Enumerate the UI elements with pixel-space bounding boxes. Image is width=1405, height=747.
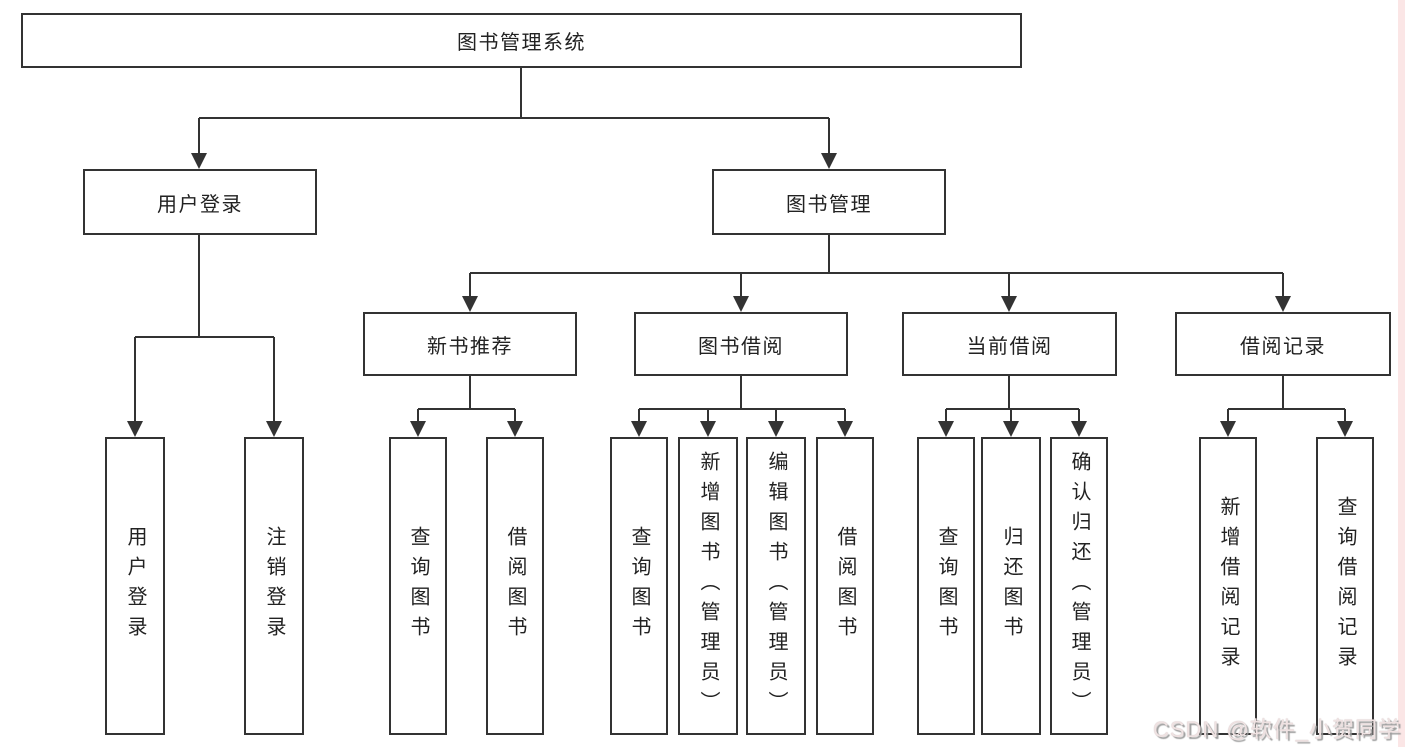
leaf-borrow-edit-books-admin: 编辑图书（管理员） [746,437,806,735]
leaf-label: 新增图书（管理员） [697,451,719,721]
node-label: 图书借阅 [698,335,784,358]
node-label: 新书推荐 [427,335,513,358]
leaf-label: 查询图书 [935,526,957,646]
leaf-label: 用户登录 [124,526,146,646]
node-user-login: 用户登录 [83,169,317,235]
leaf-label: 借阅图书 [504,526,526,646]
leaf-user-login: 用户登录 [105,437,165,735]
node-book-management: 图书管理 [712,169,946,235]
leaf-label: 注销登录 [263,526,285,646]
leaf-records-add-record: 新增借阅记录 [1199,437,1257,735]
leaf-recommend-query-books: 查询图书 [389,437,447,735]
leaf-label: 查询图书 [407,526,429,646]
node-label: 用户登录 [157,193,243,216]
node-library-management-system: 图书管理系统 [21,13,1022,68]
leaf-current-query-books: 查询图书 [917,437,975,735]
node-borrowing-records: 借阅记录 [1175,312,1391,376]
watermark-pink-strip [1398,0,1405,747]
leaf-records-query-record: 查询借阅记录 [1316,437,1374,735]
leaf-borrow-add-books-admin: 新增图书（管理员） [678,437,738,735]
leaf-borrow-query-books: 查询图书 [610,437,668,735]
arrowheads [127,153,1353,437]
leaf-logout: 注销登录 [244,437,304,735]
leaf-label: 查询图书 [628,526,650,646]
node-label: 图书管理系统 [457,32,586,54]
node-current-borrowing: 当前借阅 [902,312,1117,376]
node-label: 借阅记录 [1240,335,1326,358]
leaf-label: 归还图书 [1000,526,1022,646]
node-book-borrowing: 图书借阅 [634,312,848,376]
leaf-label: 新增借阅记录 [1217,496,1239,676]
node-new-book-recommendation: 新书推荐 [363,312,577,376]
leaf-current-return-books: 归还图书 [981,437,1041,735]
leaf-recommend-borrow-books: 借阅图书 [486,437,544,735]
node-label: 图书管理 [786,193,872,216]
leaf-current-confirm-return-admin: 确认归还（管理员） [1050,437,1108,735]
leaf-label: 借阅图书 [834,526,856,646]
csdn-watermark: CSDN @软件_小贺同学 [1152,717,1401,742]
leaf-borrow-borrow-books: 借阅图书 [816,437,874,735]
leaf-label: 查询借阅记录 [1334,496,1356,676]
leaf-label: 确认归还（管理员） [1068,451,1090,721]
leaf-label: 编辑图书（管理员） [765,451,787,721]
node-label: 当前借阅 [966,335,1053,358]
